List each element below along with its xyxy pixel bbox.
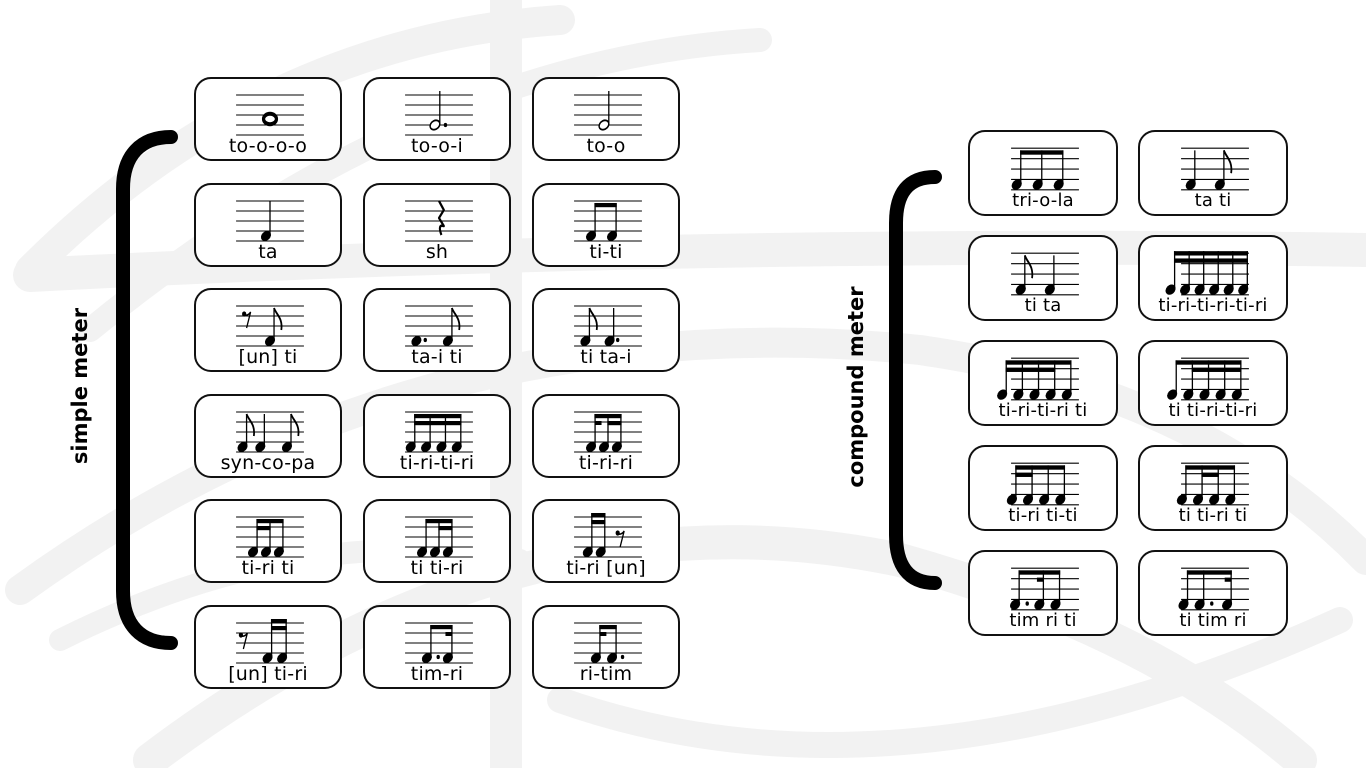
rhythm-notation-eighth-dotted-quarter bbox=[574, 305, 642, 347]
compound-rhythm-card-four-sixteenths-eighth: ti-ri-ti-ri ti bbox=[968, 340, 1118, 426]
rhythm-syllable-label: to-o bbox=[586, 135, 626, 157]
simple-rhythm-card-two-sixteenths-eighth: ti-ri ti bbox=[194, 499, 342, 583]
rhythm-notation-four-sixteenths bbox=[405, 410, 473, 453]
rhythm-notation-half-note bbox=[574, 91, 642, 136]
rhythm-notation-two-sixteenths-two-eighths bbox=[1006, 462, 1079, 506]
rhythm-syllable-label: tri-o-la bbox=[1012, 190, 1074, 211]
rhythm-notation-eighth-dotted-eighth-sixteenth bbox=[1178, 567, 1249, 611]
rhythm-notation-two-sixteenths-eighth bbox=[236, 516, 304, 558]
compound-rhythm-card-eighth-two-sixteenths-eighth: ti ti-ri ti bbox=[1138, 445, 1288, 531]
rhythm-syllable-label: [un] ti-ri bbox=[228, 662, 308, 685]
rhythm-syllable-label: ri-tim bbox=[579, 662, 633, 685]
compound-rhythm-card-eighth-four-sixteenths: ti ti-ri-ti-ri bbox=[1138, 340, 1288, 426]
rhythm-syllable-label: ti-ri-ti-ri ti bbox=[998, 400, 1088, 421]
simple-rhythm-card-two-sixteenths-eighth-rest: ti-ri [un] bbox=[532, 499, 680, 583]
rhythm-notation-two-sixteenths-eighth-rest bbox=[574, 513, 642, 558]
rhythm-syllable-label: ti ti-ri ti bbox=[1178, 505, 1248, 526]
simple-rhythm-card-eighth-rest-two-sixteenths: [un] ti-ri bbox=[194, 604, 342, 689]
rhythm-syllable-label: syn-co-pa bbox=[220, 451, 316, 474]
rhythm-notation-dotted-half-note bbox=[405, 91, 473, 136]
rhythm-syllable-label: ti ti-ri bbox=[410, 557, 464, 579]
rhythm-syllable-label: to-o-o-o bbox=[228, 135, 308, 157]
rhythm-notation-eighth-rest-eighth bbox=[236, 305, 304, 347]
rhythm-notation-dotted-eighth-sixteenth-eighth bbox=[1010, 567, 1079, 611]
compound-rhythm-card-three-beamed-eighths: tri-o-la bbox=[968, 130, 1118, 216]
rhythm-notation-quarter-eighth bbox=[1181, 147, 1249, 191]
compound-rhythm-card-quarter-eighth: ta ti bbox=[1138, 130, 1288, 216]
simple-rhythm-card-eighth-quarter-eighth: syn-co-pa bbox=[194, 393, 342, 478]
compound-rhythm-card-eighth-dotted-eighth-sixteenth: ti tim ri bbox=[1138, 550, 1288, 636]
simple-rhythm-card-dotted-quarter-eighth: ta-i ti bbox=[363, 288, 511, 372]
rhythm-notation-three-beamed-eighths bbox=[1011, 147, 1079, 191]
rhythm-syllable-label: ti-ri ti-ti bbox=[1008, 505, 1078, 526]
simple-rhythm-card-quarter-rest: sh bbox=[363, 182, 511, 267]
rhythm-notation-dotted-eighth-sixteenth bbox=[405, 621, 473, 664]
rhythm-notation-eighth-quarter-eighth bbox=[236, 410, 304, 453]
compound-rhythm-card-six-sixteenths: ti-ri-ti-ri-ti-ri bbox=[1138, 235, 1288, 321]
compound-rhythm-card-eighth-quarter: ti ta bbox=[968, 235, 1118, 321]
rhythm-syllable-label: ta ti bbox=[1194, 190, 1232, 211]
rhythm-syllable-label: ti ta-i bbox=[580, 346, 632, 368]
rhythm-syllable-label: to-o-i bbox=[411, 135, 463, 157]
rhythm-notation-eighth-two-sixteenths bbox=[574, 410, 642, 453]
rhythm-syllable-label: tim-ri bbox=[410, 662, 464, 685]
rhythm-syllable-label: ta bbox=[258, 240, 278, 263]
compound-rhythm-card-dotted-eighth-sixteenth-eighth: tim ri ti bbox=[968, 550, 1118, 636]
simple-rhythm-card-four-sixteenths: ti-ri-ti-ri bbox=[363, 393, 511, 478]
simple-rhythm-card-dotted-eighth-sixteenth: tim-ri bbox=[363, 604, 511, 689]
simple-rhythm-card-quarter-note: ta bbox=[194, 182, 342, 267]
compound-rhythm-card-two-sixteenths-two-eighths: ti-ri ti-ti bbox=[968, 445, 1118, 531]
rhythm-syllable-label: ta-i ti bbox=[411, 346, 463, 368]
compound-meter-bracket bbox=[889, 170, 942, 590]
rhythm-notation-quarter-note bbox=[236, 199, 304, 242]
rhythm-notation-six-sixteenths bbox=[1165, 251, 1249, 296]
simple-rhythm-card-eighth-two-sixteenths-b: ti ti-ri bbox=[363, 499, 511, 583]
rhythm-notation-eighth-two-sixteenths-b bbox=[405, 516, 473, 558]
rhythm-syllable-label: ti ti-ri-ti-ri bbox=[1168, 400, 1258, 421]
simple-meter-bracket bbox=[116, 130, 178, 650]
simple-rhythm-card-eighth-rest-eighth: [un] ti bbox=[194, 288, 342, 372]
rhythm-notation-eighth-quarter bbox=[1011, 252, 1079, 296]
rhythm-syllable-label: ti-ri-ri bbox=[578, 451, 634, 474]
rhythm-syllable-label: tim ri ti bbox=[1009, 610, 1077, 631]
simple-rhythm-card-eighth-dotted-quarter: ti ta-i bbox=[532, 288, 680, 372]
simple-meter-label: simple meter bbox=[68, 307, 92, 465]
rhythm-syllable-label: ti-ri [un] bbox=[566, 557, 646, 579]
simple-rhythm-card-eighth-two-sixteenths: ti-ri-ri bbox=[532, 393, 680, 478]
rhythm-notation-sixteenth-dotted-eighth bbox=[574, 621, 642, 664]
compound-meter-label: compound meter bbox=[844, 286, 868, 488]
rhythm-syllable-label: ti tim ri bbox=[1179, 610, 1247, 631]
rhythm-notation-four-sixteenths-eighth bbox=[997, 357, 1079, 401]
simple-rhythm-card-half-note: to-o bbox=[532, 77, 680, 161]
rhythm-notation-eighth-two-sixteenths-eighth bbox=[1176, 462, 1249, 506]
rhythm-notation-eighth-four-sixteenths bbox=[1167, 357, 1249, 401]
rhythm-syllable-label: ti-ri-ti-ri bbox=[399, 451, 475, 474]
simple-rhythm-card-whole-note: to-o-o-o bbox=[194, 77, 342, 161]
rhythm-syllable-label: ti-ti bbox=[589, 240, 623, 263]
rhythm-notation-dotted-quarter-eighth bbox=[405, 305, 473, 347]
rhythm-notation-eighth-rest-two-sixteenths bbox=[236, 618, 304, 664]
rhythm-syllable-label: ti-ri-ti-ri-ti-ri bbox=[1158, 295, 1268, 316]
rhythm-syllable-label: sh bbox=[425, 240, 449, 263]
simple-rhythm-card-two-beamed-eighths: ti-ti bbox=[532, 182, 680, 267]
rhythm-notation-whole-note bbox=[236, 94, 304, 136]
rhythm-notation-quarter-rest bbox=[405, 199, 473, 242]
rhythm-notation-two-beamed-eighths bbox=[574, 199, 642, 242]
rhythm-syllable-label: ti-ri ti bbox=[241, 557, 295, 579]
rhythm-syllable-label: [un] ti bbox=[238, 346, 298, 368]
rhythm-syllable-label: ti ta bbox=[1024, 295, 1062, 316]
simple-rhythm-card-dotted-half-note: to-o-i bbox=[363, 77, 511, 161]
simple-rhythm-card-sixteenth-dotted-eighth: ri-tim bbox=[532, 604, 680, 689]
